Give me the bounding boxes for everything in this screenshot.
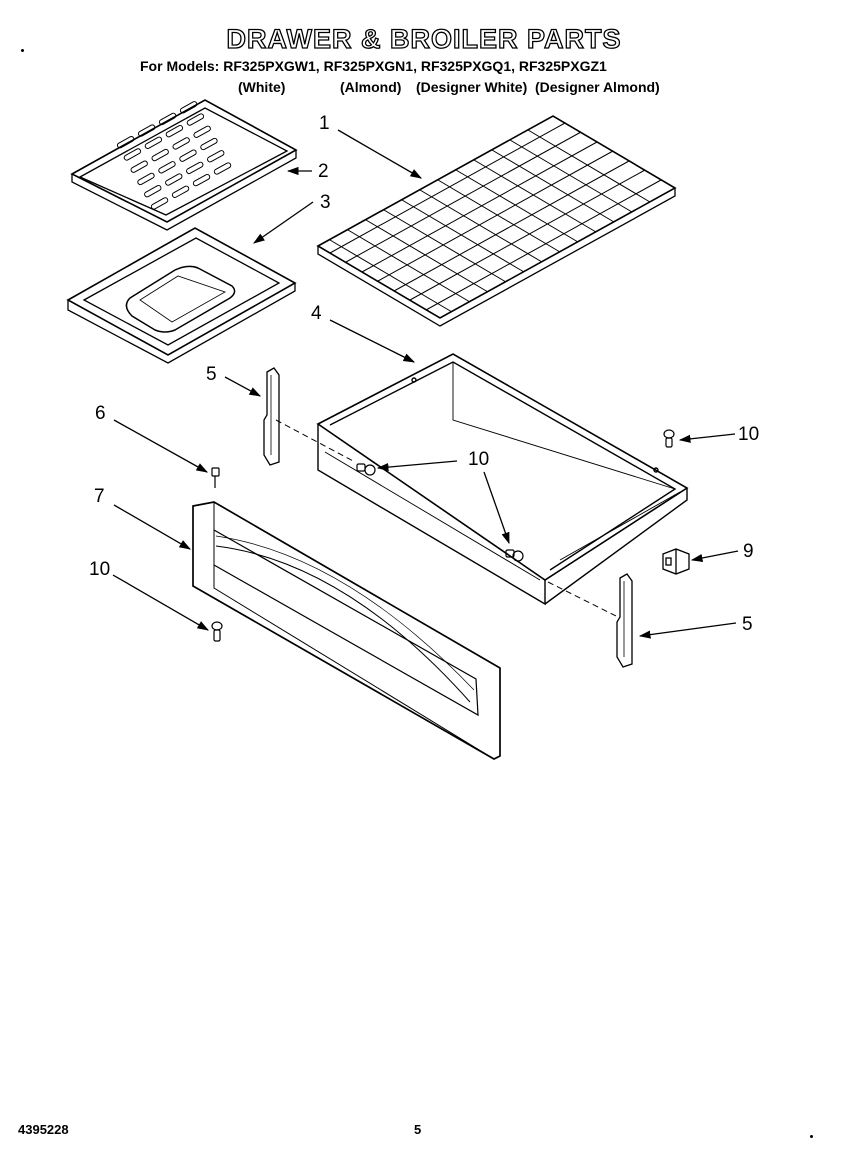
callout-7: 7 [94,486,105,507]
variant-almond: (Almond) [340,79,402,95]
drawer-pin [211,467,220,488]
drawer-body [316,353,689,606]
drawer-clip [662,548,690,575]
callout-10-top-right: 10 [738,424,759,445]
callout-10-front-panel: 10 [89,559,110,580]
callout-4: 4 [311,303,322,324]
page-title: DRAWER & BROILER PARTS [226,23,622,54]
callout-5-right: 5 [742,614,753,635]
screw-drawer-right [505,549,524,562]
screw-front-panel [211,621,223,642]
callout-1: 1 [319,113,330,134]
callout-5-left: 5 [206,364,217,385]
corner-mark-bottom [810,1135,813,1138]
drawer-slide-left [263,367,280,466]
slide-alignment-dashed-line-left [275,419,356,463]
corner-mark-top [21,49,24,52]
variant-white: (White) [238,79,286,95]
broiler-pan [66,227,297,364]
screw-top-right [663,429,675,448]
variant-designer-white: (Designer White) [416,79,528,95]
page-number: 5 [414,1122,422,1137]
callout-2: 2 [318,161,329,182]
callout-10-drawer: 10 [468,449,489,470]
screw-drawer-left [356,463,376,476]
leader-arrows [112,129,739,639]
broiler-grid [70,99,298,231]
slide-alignment-dashed-line-right [547,581,621,619]
callout-9: 9 [743,541,754,562]
drawer-liner [316,115,677,327]
models-line: For Models: RF325PXGW1, RF325PXGN1, RF32… [140,58,607,74]
document-number: 4395228 [18,1122,69,1137]
drawer-front-panel [192,501,501,760]
callout-6: 6 [95,403,106,424]
variant-designer-almond: (Designer Almond) [535,79,660,95]
callout-3: 3 [320,192,331,213]
drawer-slide-right [616,573,633,668]
